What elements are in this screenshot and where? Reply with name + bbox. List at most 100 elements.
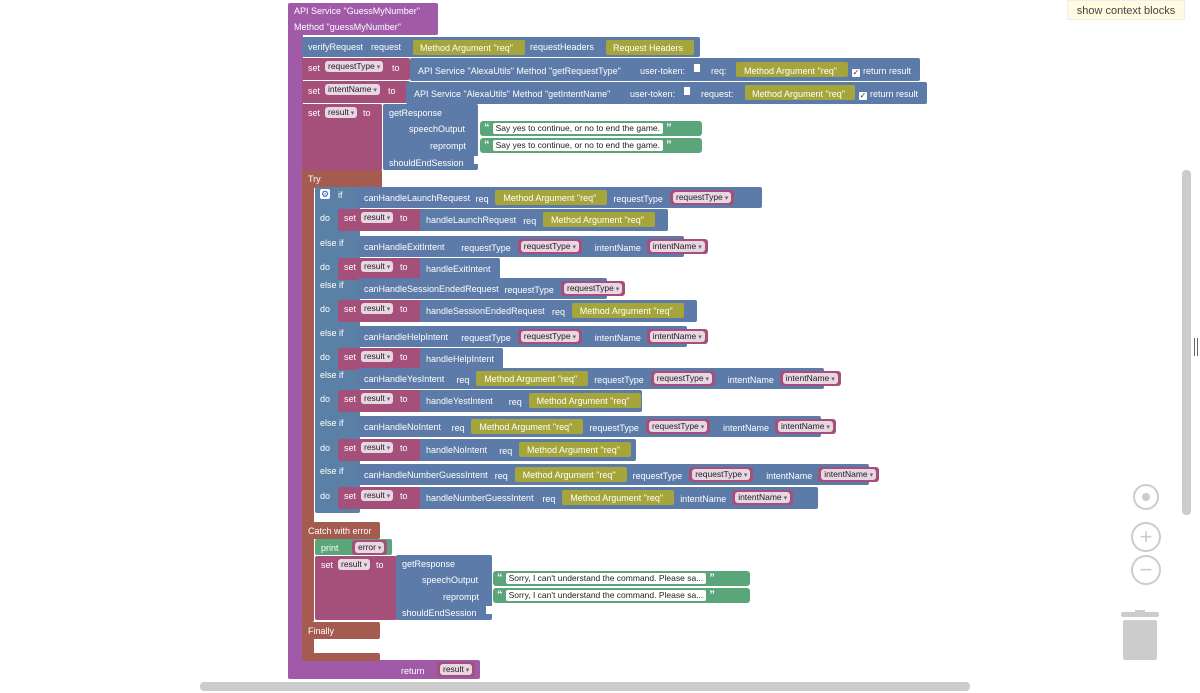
try-block[interactable] bbox=[302, 170, 382, 188]
condition-block[interactable] bbox=[358, 278, 607, 299]
trash-icon[interactable] bbox=[1121, 610, 1159, 660]
condition-label: canHandleExitIntent bbox=[364, 242, 445, 252]
var-intentname[interactable]: intentName bbox=[818, 467, 880, 482]
method-argument-block[interactable] bbox=[736, 62, 848, 77]
var-result[interactable]: result bbox=[358, 440, 397, 455]
speech-output-label: speechOutput bbox=[409, 124, 466, 134]
zoom-in-icon[interactable]: + bbox=[1131, 522, 1161, 552]
var-intentname[interactable]: intentName bbox=[646, 329, 708, 344]
api-service-block[interactable] bbox=[288, 3, 438, 35]
quote-close-icon: ” bbox=[663, 122, 672, 134]
do-label: do bbox=[320, 443, 331, 453]
arg-label: req bbox=[456, 375, 470, 385]
vertical-scrollbar[interactable] bbox=[1182, 170, 1191, 515]
to-label: to bbox=[388, 86, 396, 96]
alexa-get-intent-name: API Service "AlexaUtils" Method "getInte… bbox=[414, 89, 611, 99]
horizontal-scrollbar[interactable] bbox=[200, 682, 970, 691]
user-token-slot[interactable] bbox=[684, 87, 690, 95]
var-intentname[interactable]: intentName bbox=[779, 371, 841, 386]
var-result-label: result bbox=[361, 490, 394, 501]
method-argument-block[interactable] bbox=[562, 490, 675, 505]
error-reprompt-string[interactable]: “ Sorry, I can't understand the command.… bbox=[493, 588, 750, 603]
zoom-out-icon[interactable]: − bbox=[1131, 555, 1161, 585]
method-argument-block[interactable] bbox=[514, 467, 627, 482]
var-label: requestType bbox=[673, 192, 732, 203]
var-requesttype[interactable]: requestType bbox=[670, 190, 735, 205]
error-reprompt-text[interactable]: Sorry, I can't understand the command. P… bbox=[505, 590, 707, 601]
resize-handle-icon[interactable] bbox=[1194, 338, 1198, 356]
error-speech-string[interactable]: “ Sorry, I can't understand the command.… bbox=[493, 571, 750, 586]
request-colon-label: request: bbox=[701, 89, 734, 99]
quote-close-icon: ” bbox=[706, 572, 715, 584]
var-requesttype[interactable]: requestType bbox=[650, 371, 716, 386]
var-result[interactable]: result bbox=[322, 105, 361, 120]
set-label: set bbox=[308, 108, 321, 118]
return-result-toggle[interactable]: ✓return result bbox=[859, 88, 918, 100]
get-response-block[interactable] bbox=[396, 555, 492, 620]
to-label: to bbox=[400, 394, 408, 404]
get-response-label: getResponse bbox=[389, 108, 443, 118]
var-label: intentName bbox=[782, 373, 838, 384]
var-result[interactable]: result bbox=[358, 391, 397, 406]
method-argument-block[interactable] bbox=[543, 212, 655, 227]
should-end-session-slot[interactable] bbox=[486, 606, 492, 614]
method-argument-block[interactable] bbox=[495, 190, 608, 205]
set-label: set bbox=[308, 63, 321, 73]
checkbox-icon[interactable]: ✓ bbox=[859, 91, 867, 100]
should-end-session-slot[interactable] bbox=[474, 156, 480, 164]
return-result-toggle[interactable]: ✓return result bbox=[852, 65, 911, 77]
reprompt-string[interactable]: “ Say yes to continue, or no to end the … bbox=[480, 138, 702, 153]
speech-output-string[interactable]: “ Say yes to continue, or no to end the … bbox=[480, 121, 702, 136]
show-context-blocks-button[interactable]: show context blocks bbox=[1067, 0, 1185, 20]
var-requesttype[interactable]: requestType bbox=[561, 281, 626, 296]
mutator-gear-icon[interactable]: ⚙ bbox=[320, 189, 330, 199]
catch-block[interactable] bbox=[302, 522, 380, 539]
arg-label: requestType bbox=[461, 243, 511, 253]
var-result[interactable]: result bbox=[358, 349, 397, 364]
var-result[interactable]: result bbox=[358, 259, 397, 274]
var-intentname[interactable]: intentName bbox=[775, 419, 836, 434]
var-result[interactable]: result bbox=[358, 210, 397, 225]
set-label: set bbox=[344, 213, 357, 223]
var-requesttype[interactable]: requestType bbox=[689, 467, 754, 482]
quote-close-icon: ” bbox=[706, 589, 715, 601]
method-argument-block[interactable] bbox=[413, 40, 525, 55]
var-result-label: result bbox=[325, 107, 358, 118]
finally-block-footer bbox=[302, 653, 380, 661]
finally-block[interactable] bbox=[302, 622, 380, 639]
method-argument-block[interactable] bbox=[528, 393, 641, 408]
var-result[interactable]: result bbox=[335, 557, 374, 572]
method-argument-block[interactable] bbox=[471, 419, 584, 434]
error-speech-text[interactable]: Sorry, I can't understand the command. P… bbox=[505, 573, 707, 584]
var-intentname[interactable]: intentName bbox=[732, 490, 794, 505]
method-argument-block[interactable] bbox=[571, 303, 684, 318]
reprompt-text[interactable]: Say yes to continue, or no to end the ga… bbox=[492, 140, 664, 151]
quote-close-icon: ” bbox=[663, 139, 672, 151]
method-argument-block[interactable] bbox=[745, 85, 855, 100]
set-label: set bbox=[321, 560, 334, 570]
var-result[interactable]: result bbox=[437, 662, 476, 677]
recenter-icon[interactable] bbox=[1133, 484, 1159, 510]
var-intentname[interactable]: intentName bbox=[646, 239, 708, 254]
checkbox-icon[interactable]: ✓ bbox=[852, 68, 860, 77]
get-response-block[interactable] bbox=[383, 104, 478, 170]
else-if-label: else if bbox=[320, 328, 344, 338]
var-error[interactable]: error bbox=[352, 540, 388, 555]
var-result[interactable]: result bbox=[358, 301, 397, 316]
var-intentname[interactable]: intentName bbox=[322, 82, 383, 97]
method-argument-block[interactable] bbox=[476, 371, 589, 386]
request-headers-block[interactable] bbox=[606, 40, 694, 55]
method-arg-label: Method Argument "req" bbox=[744, 66, 837, 76]
var-result[interactable]: result bbox=[358, 488, 397, 503]
var-requesttype[interactable]: requestType bbox=[322, 59, 387, 74]
method-argument-block[interactable] bbox=[519, 442, 631, 457]
user-token-label: user-token: bbox=[630, 89, 676, 99]
handler-block[interactable] bbox=[420, 348, 503, 370]
handler-block[interactable] bbox=[420, 258, 500, 280]
speech-output-text[interactable]: Say yes to continue, or no to end the ga… bbox=[492, 123, 664, 134]
user-token-slot[interactable] bbox=[694, 64, 700, 72]
var-requesttype[interactable]: requestType bbox=[517, 329, 583, 344]
to-label: to bbox=[363, 108, 371, 118]
var-requesttype[interactable]: requestType bbox=[646, 419, 711, 434]
var-requesttype[interactable]: requestType bbox=[517, 239, 583, 254]
